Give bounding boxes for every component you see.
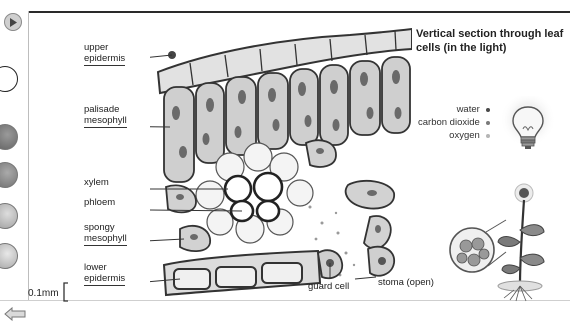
diagram-title: Vertical section through leaf cells (in … xyxy=(416,27,566,55)
label-line: mesophyll xyxy=(84,115,127,126)
legend-item-carbon-dioxide: carbon dioxide xyxy=(418,116,490,129)
label-phloem: phloem xyxy=(84,197,115,208)
label-line: spongy xyxy=(84,222,127,233)
legend-dot xyxy=(486,134,490,138)
label-spongy-mesophyll: spongy mesophyll xyxy=(84,222,127,246)
thumbnail-1[interactable] xyxy=(0,66,18,92)
label-lower-epidermis: lower epidermis xyxy=(84,262,125,286)
scale-bar-label: 0.1mm xyxy=(28,288,59,299)
play-button[interactable] xyxy=(4,13,22,31)
leaf-cross-section xyxy=(150,17,412,299)
label-stoma: stoma (open) xyxy=(378,277,434,288)
back-button[interactable] xyxy=(3,306,27,322)
legend: water carbon dioxide oxygen xyxy=(418,103,490,142)
top-rule xyxy=(28,11,570,13)
back-arrow-icon xyxy=(3,306,27,322)
label-xylem: xylem xyxy=(84,177,109,188)
label-line: epidermis xyxy=(84,53,125,64)
label-line: mesophyll xyxy=(84,233,127,244)
label-line: upper xyxy=(84,42,125,53)
label-guard-cell: guard cell xyxy=(308,281,349,292)
legend-item-oxygen: oxygen xyxy=(418,129,490,142)
play-icon xyxy=(9,18,17,27)
thumbnail-5[interactable] xyxy=(0,243,18,269)
legend-item-water: water xyxy=(418,103,490,116)
thumbnail-3[interactable] xyxy=(0,162,18,188)
legend-dot xyxy=(486,108,490,112)
thumbnail-4[interactable] xyxy=(0,203,18,229)
legend-label: water xyxy=(457,103,480,116)
legend-label: oxygen xyxy=(449,129,480,142)
legend-dot xyxy=(486,121,490,125)
legend-label: carbon dioxide xyxy=(418,116,480,129)
label-line: palisade xyxy=(84,104,127,115)
label-line: epidermis xyxy=(84,273,125,284)
label-upper-epidermis: upper epidermis xyxy=(84,42,125,66)
label-line: lower xyxy=(84,262,125,273)
side-rule xyxy=(28,11,29,301)
scale-bar xyxy=(62,282,70,302)
thumbnail-2[interactable] xyxy=(0,124,18,150)
plant-illustration xyxy=(440,180,550,302)
light-bulb-icon xyxy=(498,96,558,158)
label-palisade-mesophyll: palisade mesophyll xyxy=(84,104,127,128)
